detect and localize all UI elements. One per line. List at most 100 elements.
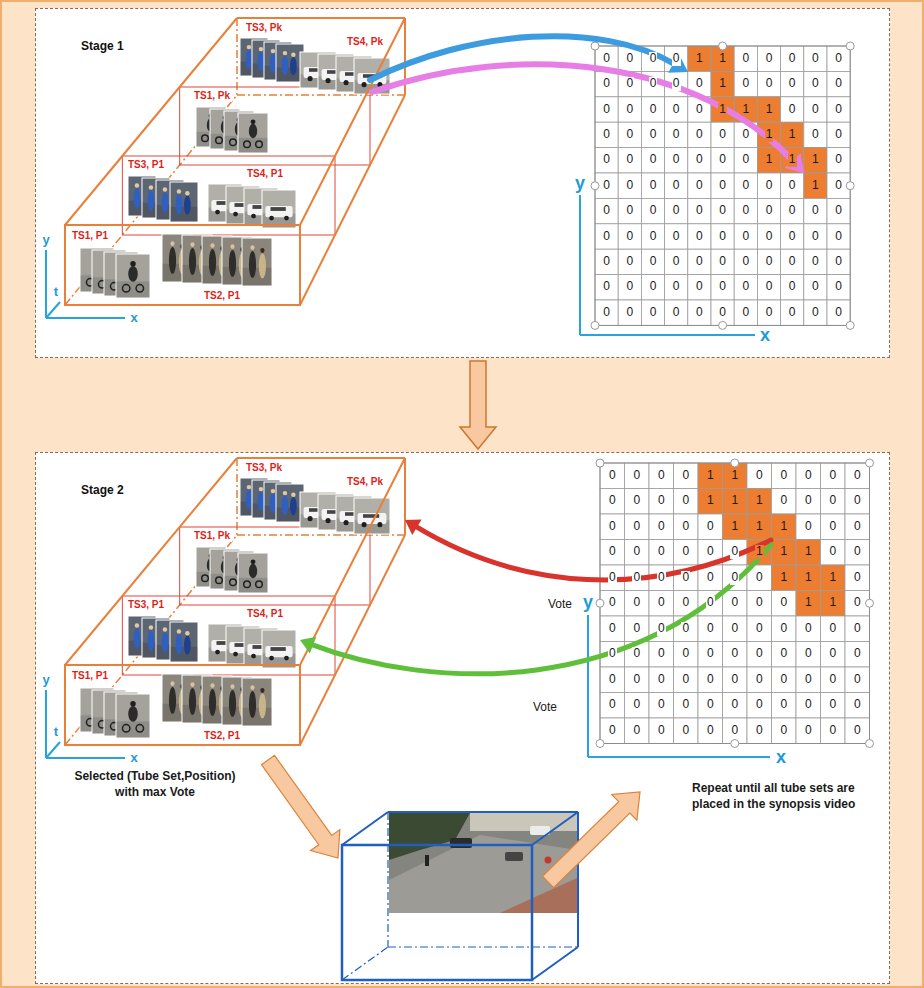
table-cell: 0	[632, 596, 641, 610]
grid-cell	[747, 642, 772, 668]
table-cell: 0	[718, 230, 727, 244]
grid-cell	[665, 198, 688, 223]
table-cell: 0	[657, 673, 666, 687]
grid-cell	[641, 122, 664, 147]
head	[247, 45, 251, 49]
grid-cell	[688, 122, 711, 147]
table-cell: 0	[649, 179, 658, 193]
grid-cell	[711, 224, 734, 249]
table-cell: 0	[632, 673, 641, 687]
grid-cell	[711, 173, 734, 198]
grid-cell	[618, 275, 641, 300]
tube-set-label: TS3, Pk	[244, 462, 284, 474]
table-cell: 0	[853, 596, 862, 610]
person	[259, 253, 266, 278]
box-front	[342, 845, 532, 980]
table-cell: 0	[657, 698, 666, 712]
table-cell: 0	[788, 204, 797, 218]
person	[169, 687, 176, 714]
head	[190, 242, 194, 247]
grid-cell	[757, 224, 780, 249]
table-cell: 0	[672, 306, 681, 320]
box-edge	[342, 812, 388, 845]
grid-cell	[772, 591, 797, 617]
video-frame	[238, 553, 268, 593]
table-cell: 0	[602, 52, 611, 66]
table-cell: 0	[632, 622, 641, 636]
wheel	[136, 285, 143, 292]
table-cell: 0	[657, 520, 666, 534]
grid-cell	[821, 540, 846, 566]
cube-edge	[300, 458, 405, 665]
table-cell: 0	[672, 255, 681, 269]
grid-cell	[757, 148, 780, 173]
grid-cell	[618, 173, 641, 198]
panel-ground	[35, 452, 890, 984]
car-window	[271, 647, 286, 651]
time-slice	[122, 156, 335, 235]
grid-cell	[796, 514, 821, 540]
grid-cell	[595, 198, 618, 223]
person	[189, 248, 196, 275]
grid-cell	[665, 249, 688, 274]
grid-cell	[845, 565, 870, 591]
frame-ground	[117, 281, 150, 297]
wheel	[326, 518, 331, 523]
table-cell: 0	[672, 103, 681, 117]
table-cell: 0	[706, 520, 715, 534]
grid-cell	[698, 463, 723, 489]
video-frame	[354, 498, 390, 534]
table-cell: 0	[681, 673, 690, 687]
grid-cell	[641, 148, 664, 173]
table-cell: 0	[657, 596, 666, 610]
table-cell: 0	[602, 255, 611, 269]
table-cell: 0	[608, 469, 617, 483]
hidden-edge	[342, 947, 388, 980]
axis-line	[46, 742, 60, 758]
head	[135, 183, 139, 187]
grid-cell	[711, 275, 734, 300]
cube-front	[65, 665, 300, 745]
axis-label: y	[583, 592, 593, 613]
table-cell: 0	[706, 673, 715, 687]
cube-edge	[404, 458, 406, 535]
grid-cell	[781, 97, 804, 122]
grid-cell	[772, 489, 797, 515]
grid-cell	[665, 275, 688, 300]
grid-cell	[757, 71, 780, 96]
flow-arrow	[261, 755, 339, 858]
grid-cell	[649, 591, 674, 617]
grid-cell	[845, 463, 870, 489]
grid-border	[595, 46, 850, 325]
grid-cell	[649, 693, 674, 719]
table-cell: 0	[695, 128, 704, 142]
grid-cell	[757, 198, 780, 223]
person	[184, 196, 191, 215]
frame-ground	[171, 647, 198, 662]
table-cell: 0	[657, 647, 666, 661]
mapping-arrow	[372, 64, 794, 162]
wheel	[308, 516, 313, 521]
table-cell: 0	[755, 698, 764, 712]
table-cell: 0	[834, 179, 843, 193]
time-slice	[180, 87, 370, 165]
grid-cell	[804, 97, 827, 122]
table-cell: 0	[730, 545, 739, 559]
person	[259, 693, 266, 718]
vote-arrow	[311, 545, 771, 674]
grid-cell	[665, 300, 688, 325]
head	[190, 682, 194, 687]
grid-cell	[688, 148, 711, 173]
table-cell: 0	[718, 255, 727, 269]
person	[134, 628, 141, 649]
table-cell: 1	[706, 494, 715, 508]
table-cell: 0	[625, 255, 634, 269]
table-cell: 0	[632, 545, 641, 559]
axis-label: x	[130, 751, 137, 766]
table-cell: 0	[649, 128, 658, 142]
grid-cell	[734, 275, 757, 300]
person	[162, 192, 169, 213]
table-cell: 0	[649, 77, 658, 91]
table-cell: 0	[625, 230, 634, 244]
grid-cell	[821, 489, 846, 515]
